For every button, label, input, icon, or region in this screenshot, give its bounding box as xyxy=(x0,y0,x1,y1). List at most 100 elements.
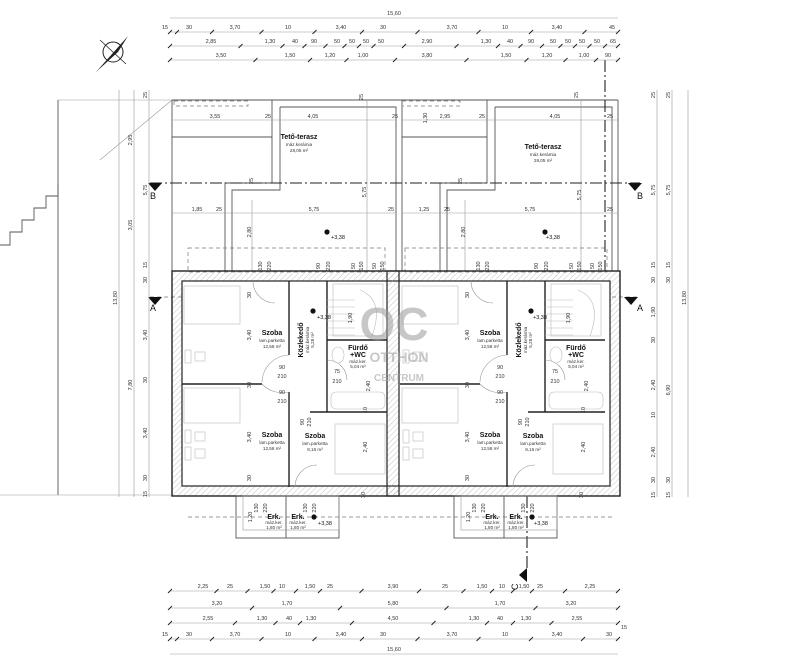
dimension-label: 30 xyxy=(380,632,386,638)
dimension-label: 1,25 xyxy=(419,207,430,213)
dimension-label: 30 xyxy=(666,277,672,283)
room-material: máz.ker. xyxy=(349,359,366,364)
dimension-label: 4,05 xyxy=(308,114,319,120)
room-name: Szoba xyxy=(305,433,326,440)
room-area: 5,28 m² xyxy=(528,332,533,348)
room-material: máz.ker. xyxy=(483,520,500,525)
dimension-label: 3,20 xyxy=(566,601,577,607)
dimension-label: 10 xyxy=(581,407,587,413)
dimension-label: 25 xyxy=(227,584,233,590)
dimension-label: 5,75 xyxy=(143,185,149,196)
level-marker-icon xyxy=(528,308,534,314)
dimension-label: 50 xyxy=(594,39,600,45)
dimension-label: 3,70 xyxy=(447,632,458,638)
room-material: máz.ker. xyxy=(507,520,524,525)
watermark-logo-text: OC xyxy=(360,298,429,350)
dimension-label: 5,80 xyxy=(388,601,399,607)
dimension-label: 30 xyxy=(247,292,253,298)
dimension-label: 30 xyxy=(361,492,367,498)
dimension-label: 3,90 xyxy=(388,584,399,590)
dimension-label: 25 xyxy=(442,584,448,590)
room-material: lam.parketta xyxy=(259,338,285,343)
dimension-label: 25 xyxy=(607,207,613,213)
dimension-label: 15 xyxy=(621,625,627,631)
room-area: 8,16 m² xyxy=(525,447,541,452)
room-name: Közlekedő xyxy=(298,322,305,357)
dimension-label: 130 xyxy=(254,503,260,512)
dimension-label: 2,95 xyxy=(440,114,451,120)
dimension-label: 30 xyxy=(143,475,149,481)
room-name: Szoba xyxy=(480,432,501,439)
dimension-label: 1,20 xyxy=(248,512,254,523)
dimension-label: 5,75 xyxy=(525,207,536,213)
dimension-label: 90 xyxy=(311,39,317,45)
room-area: 1,80 m² xyxy=(484,525,500,530)
window-size-label: 90 xyxy=(316,263,322,269)
dimension-label: 2,40 xyxy=(651,447,657,458)
dimension-label: 40 xyxy=(507,39,513,45)
room-name: Erk. xyxy=(485,514,498,521)
door-size-label: 210 xyxy=(550,379,559,385)
room-material: máz.ker. xyxy=(265,520,282,525)
section-label-b: B xyxy=(150,191,156,201)
dimension-label: 6,90 xyxy=(666,385,672,396)
section-marker-a-right-icon xyxy=(624,297,638,305)
dimension-label: 30 xyxy=(465,382,471,388)
dimension-label: 2,55 xyxy=(203,616,214,622)
dimension-overall-right: 13,80 xyxy=(682,291,688,305)
dimension-label: 3,70 xyxy=(230,632,241,638)
dimension-label: 30 xyxy=(186,632,192,638)
dimension-label: 3,40 xyxy=(247,432,253,443)
room-area: 12,58 m² xyxy=(263,344,282,349)
level-marker-icon xyxy=(324,229,330,235)
dimension-label: 15 xyxy=(143,491,149,497)
dimension-label: 50 xyxy=(349,39,355,45)
dimension-label: 3,40 xyxy=(336,632,347,638)
dimension-label: 130 xyxy=(521,503,527,512)
dimension-label: 1,30 xyxy=(257,616,268,622)
dimension-label: 3,70 xyxy=(447,25,458,31)
door-size-label: 75 xyxy=(552,369,558,375)
window-size-label: 150 xyxy=(380,261,386,270)
dimension-label: 130 xyxy=(303,503,309,512)
window-size-label: 50 xyxy=(569,263,575,269)
dimension-label: 30 xyxy=(606,632,612,638)
section-marker-b-right-icon xyxy=(628,183,642,191)
dimension-label: 2,25 xyxy=(198,584,209,590)
room-area: 12,58 m² xyxy=(263,446,282,451)
dimension-label: 1,90 xyxy=(348,313,354,324)
dimension-label: 25 xyxy=(249,178,255,184)
dimension-label: 3,55 xyxy=(210,114,221,120)
drawing-geometry xyxy=(0,36,642,582)
dimension-label: 10 xyxy=(502,25,508,31)
dimension-label: 30 xyxy=(247,382,253,388)
dimension-label: 25 xyxy=(607,114,613,120)
dimension-label: 2,95 xyxy=(128,135,134,146)
dimension-label: 1,50 xyxy=(285,53,296,59)
section-marker-b-left-icon xyxy=(148,183,162,191)
terrace-name: Tető-terasz xyxy=(281,134,318,141)
dimension-label: 3,40 xyxy=(336,25,347,31)
dimension-overall-top: 15,60 xyxy=(387,11,401,17)
room-material: lam.parketta xyxy=(477,338,503,343)
door-size-label: 90 xyxy=(279,365,285,371)
dimension-label: 1,20 xyxy=(466,512,472,523)
dimension-label: 30 xyxy=(380,25,386,31)
unit-1 xyxy=(182,229,387,539)
window-size-label: 50 xyxy=(372,263,378,269)
section-label-c: C xyxy=(510,583,520,590)
dimension-label: 3,40 xyxy=(143,330,149,341)
dimension-label: 5,75 xyxy=(666,185,672,196)
dimension-label: 5,75 xyxy=(651,185,657,196)
window-size-label: 50 xyxy=(351,263,357,269)
dimension-label: 220 xyxy=(481,503,487,512)
room-name: Erk. xyxy=(267,514,280,521)
dimension-label: 1,20 xyxy=(542,53,553,59)
dimension-label: 30 xyxy=(465,292,471,298)
dimension-label: 2,80 xyxy=(247,227,253,238)
room-area: 5,04 m² xyxy=(568,364,584,369)
dimension-label: 1,30 xyxy=(481,39,492,45)
terrace-name: Tető-terasz xyxy=(525,144,562,151)
window-size-label: 220 xyxy=(326,261,332,270)
level-marker-icon xyxy=(542,229,548,235)
